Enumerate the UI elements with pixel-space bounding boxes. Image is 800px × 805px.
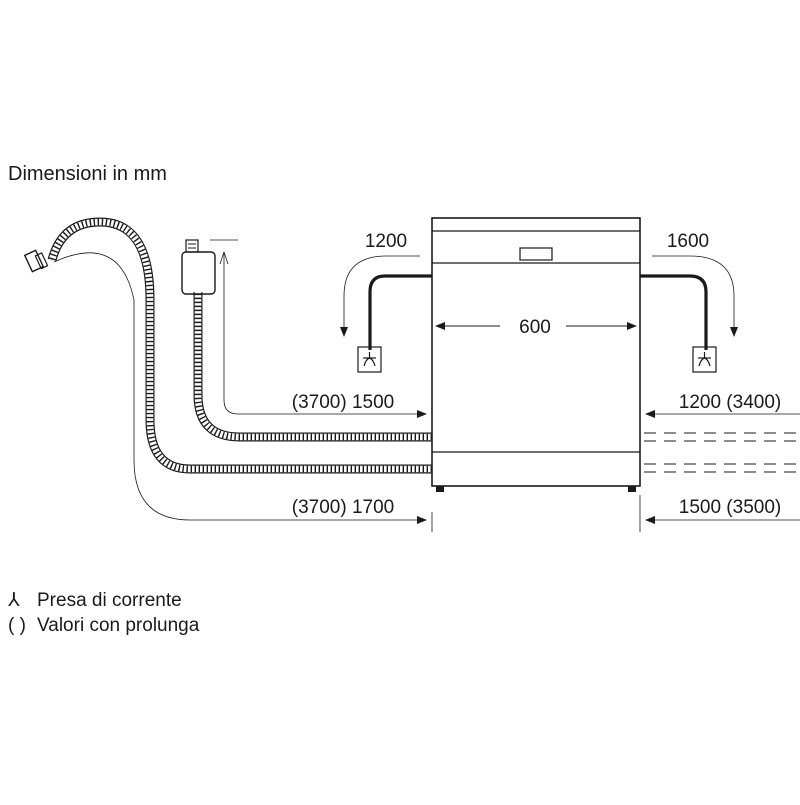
cable-left-length: 1200 — [365, 231, 407, 252]
drain-hose-right-length: 1500 (3500) — [679, 497, 781, 518]
power-cable-icon — [640, 274, 708, 350]
inlet-hose-left-length: (3700) 1500 — [292, 392, 394, 413]
dishwasher-front — [431, 217, 641, 492]
water-tap-icon — [185, 239, 199, 253]
width-dimension: 600 — [435, 317, 637, 338]
socket-right — [692, 346, 717, 373]
inlet-hose: (3700) 1500 — [181, 239, 432, 442]
right-hoses: 1200 (3400) 1500 (3500) — [644, 392, 800, 524]
power-cable-left: 1200 — [340, 231, 432, 373]
legend-extension-label: Valori con prolunga — [37, 615, 200, 636]
cable-right-length: 1600 — [667, 231, 709, 252]
control-display — [519, 247, 553, 261]
diagram-title: Dimensioni in mm — [8, 163, 167, 185]
legend: ⅄ Presa di corrente ( ) Valori con prolu… — [8, 590, 200, 636]
power-cable-right: 1600 — [640, 231, 738, 373]
drain-hose-left-length: (3700) 1700 — [292, 497, 394, 518]
power-cable-icon — [368, 274, 432, 350]
width-label: 600 — [519, 317, 551, 338]
foot-right — [628, 486, 636, 492]
water-stop-box — [181, 251, 216, 295]
socket-icon — [698, 352, 711, 367]
drain-hose-icon — [23, 249, 49, 273]
legend-extension-symbol: ( ) — [8, 615, 26, 636]
legend-socket-label: Presa di corrente — [37, 590, 182, 611]
legend-socket-symbol: ⅄ — [8, 590, 20, 611]
socket-left — [357, 346, 382, 373]
socket-icon — [363, 352, 376, 367]
foot-left — [436, 486, 444, 492]
inlet-hose-right-length: 1200 (3400) — [679, 392, 781, 413]
drain-hose: (3700) 1700 — [23, 217, 432, 524]
